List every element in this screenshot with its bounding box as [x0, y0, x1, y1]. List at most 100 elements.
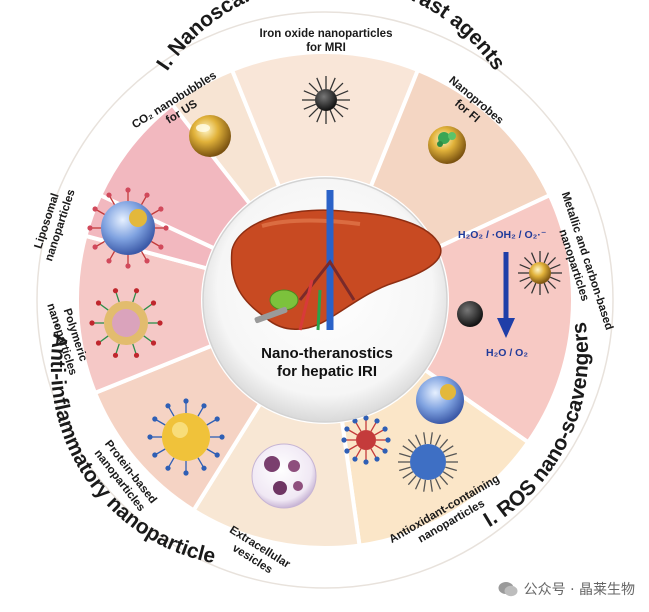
- antioxidant-strand: [434, 478, 442, 490]
- antioxidant-small-tip: [382, 448, 388, 454]
- antioxidant-small-tip: [344, 426, 350, 432]
- antioxidant-strand: [434, 434, 442, 446]
- protein-tip: [214, 416, 220, 422]
- ros-arrow-head: [497, 318, 515, 338]
- metal-np-strand: [530, 252, 537, 264]
- metal-np-strand: [549, 263, 561, 270]
- metal-np-strand: [543, 252, 550, 264]
- polymeric-np-illustration: [89, 288, 163, 358]
- metal-np-strand: [523, 256, 533, 266]
- antioxidant-strand: [399, 466, 411, 472]
- gallbladder: [269, 289, 299, 311]
- polymeric-tip: [133, 352, 140, 358]
- iron-oxide-strand: [308, 107, 319, 118]
- wechat-icon: [498, 582, 518, 597]
- liposome-tip: [163, 225, 169, 231]
- metal-np-strand: [547, 280, 557, 290]
- co2-nanobubble-illustration: [189, 115, 231, 157]
- extracellular-vesicle-illustration: [251, 443, 317, 509]
- antioxidant-strand: [429, 479, 433, 492]
- polymeric-tip: [112, 288, 119, 294]
- polymeric-tip: [112, 352, 119, 358]
- watermark-text: 公众号 · 晶莱生物: [523, 582, 635, 598]
- polymeric-tip: [150, 300, 157, 306]
- ros-scavenging-illustration: H₂O₂ / ·OH₂ / O₂·⁻ H₂O / O₂: [457, 229, 562, 359]
- iron-oxide-illustration: [302, 76, 350, 124]
- liposome-tip: [92, 244, 98, 250]
- metal-np-strand: [543, 282, 550, 294]
- center-title-line2: for hepatic IRI: [277, 363, 377, 380]
- antioxidant-small-tip: [352, 418, 358, 424]
- antioxidant-strand: [402, 471, 414, 479]
- liposome-tip: [158, 244, 164, 250]
- metal-np-strand: [523, 280, 533, 290]
- protein-tip: [165, 403, 171, 409]
- protein-tip: [219, 434, 225, 440]
- liposome-tip: [144, 192, 150, 198]
- antioxidant-small-tip: [374, 456, 380, 462]
- watermark: 公众号 · 晶莱生物: [498, 579, 635, 599]
- antioxidant-strand: [407, 475, 417, 486]
- antioxidant-small-tip: [382, 426, 388, 432]
- protein-tip: [201, 465, 207, 471]
- nanoprobe-illustration: [428, 126, 466, 164]
- polymeric-tip: [150, 340, 157, 346]
- ros-reactants-text: H₂O₂ / ·OH₂ / O₂·⁻: [458, 229, 546, 241]
- antioxidant-np-illustration: [341, 376, 464, 492]
- antioxidant-strand: [445, 452, 457, 458]
- iron-oxide-strand: [335, 103, 349, 110]
- liposome-tip: [106, 192, 112, 198]
- liver-illustration: [230, 190, 442, 331]
- antioxidant-small-tip: [374, 418, 380, 424]
- protein-tip: [201, 403, 207, 409]
- polymeric-tip: [89, 320, 95, 326]
- liposome-tip: [92, 206, 98, 212]
- antioxidant-small-tip: [385, 437, 391, 443]
- liposome-illustration: [87, 187, 169, 269]
- iron-oxide-strand: [316, 109, 323, 123]
- protein-tip: [152, 452, 158, 458]
- polymeric-tip: [157, 320, 163, 326]
- protein-tip: [183, 398, 189, 404]
- polymeric-tip: [95, 300, 102, 306]
- iron-label-line2: for MRI: [306, 42, 346, 54]
- iron-label-line1: Iron oxide nanoparticles: [260, 28, 393, 40]
- protein-tip: [165, 465, 171, 471]
- protein-tip: [214, 452, 220, 458]
- antioxidant-small-tip: [344, 448, 350, 454]
- protein-tip: [152, 416, 158, 422]
- iron-oxide-strand: [303, 103, 317, 110]
- liposome-tip: [125, 187, 131, 193]
- iron-oxide-strand: [308, 82, 319, 93]
- metal-np-strand: [547, 256, 557, 266]
- liposome-tip: [144, 258, 150, 264]
- antioxidant-strand: [429, 432, 433, 445]
- iron-oxide-strand: [316, 77, 323, 91]
- antioxidant-strand: [442, 471, 454, 479]
- antioxidant-strand: [399, 452, 411, 458]
- antioxidant-strand: [439, 438, 449, 449]
- iron-oxide-strand: [329, 109, 336, 123]
- iron-oxide-strand: [333, 107, 344, 118]
- liposome-tip: [125, 263, 131, 269]
- protein-tip: [183, 470, 189, 476]
- liposome-tip: [106, 258, 112, 264]
- liposome-tip: [87, 225, 93, 231]
- metal-np-strand: [519, 276, 531, 283]
- antioxidant-small-tip: [363, 459, 369, 465]
- protein-np-illustration: [147, 398, 225, 476]
- polymeric-tip: [95, 340, 102, 346]
- iron-oxide-strand: [329, 77, 336, 91]
- antioxidant-strand: [407, 438, 417, 449]
- carbon-nanoparticle-icon: [457, 301, 483, 327]
- antioxidant-strand: [439, 475, 449, 486]
- antioxidant-strand: [414, 434, 422, 446]
- metal-np-strand: [530, 282, 537, 294]
- protein-tip: [147, 434, 153, 440]
- ros-products-text: H₂O / O₂: [486, 347, 528, 359]
- iron-oxide-strand: [303, 90, 317, 97]
- antioxidant-strand: [445, 466, 457, 472]
- iron-oxide-strand: [335, 90, 349, 97]
- metal-np-strand: [549, 276, 561, 283]
